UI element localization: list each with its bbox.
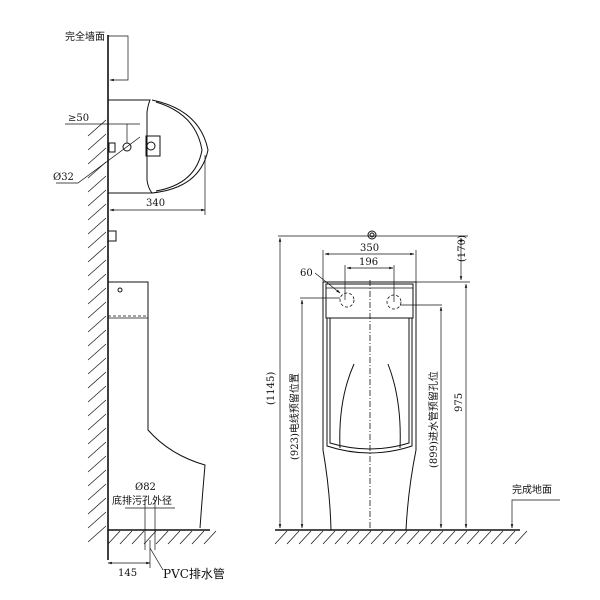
hatch-line <box>310 530 324 545</box>
hole-size-label: 60 <box>300 268 313 279</box>
hatch-line <box>87 469 107 487</box>
hatch-line <box>87 399 107 417</box>
finished-wall-label: 完全墙面 <box>65 30 105 43</box>
hatch-line <box>87 217 107 235</box>
drain-description-label: 底排污孔外径 <box>112 494 172 507</box>
hatch-line <box>87 273 107 291</box>
hatch-line <box>87 455 107 473</box>
hatch-line <box>87 231 107 249</box>
hatch-line <box>87 357 107 375</box>
hatch-line <box>87 315 107 333</box>
pipe-diameter-label: Ø32 <box>53 172 74 183</box>
hatch-line <box>87 413 107 431</box>
hatch-line <box>394 530 408 545</box>
pvc-pipe-label: PVC排水管 <box>163 566 225 581</box>
hatch-line <box>430 530 444 545</box>
hatch-line <box>382 530 396 545</box>
hatch-line <box>131 530 145 545</box>
hatch-line <box>298 530 312 545</box>
hatch-line <box>466 530 480 545</box>
min-distance-label: ≥50 <box>68 113 89 124</box>
hatch-line <box>87 371 107 389</box>
top-view: ≥50 Ø32 340 <box>53 99 209 242</box>
finished-wall-callout: 完全墙面 <box>65 30 129 82</box>
hatch-line <box>87 301 107 319</box>
hatch-line <box>370 530 384 545</box>
hatch-line <box>167 530 181 545</box>
hatch-line <box>454 530 468 545</box>
hatch-line <box>87 203 107 221</box>
hatch-line <box>119 530 133 545</box>
hatch-line <box>87 287 107 305</box>
hatch-line <box>107 530 121 545</box>
hatch-line <box>87 343 107 361</box>
depth-label: 340 <box>146 198 165 209</box>
hatch-line <box>87 147 107 165</box>
hatch-line <box>418 530 432 545</box>
hatch-line <box>87 133 107 151</box>
hatch-line <box>87 427 107 445</box>
hatch-line <box>87 189 107 207</box>
hatch-line <box>286 530 300 545</box>
hatch-line <box>87 245 107 263</box>
hatch-line <box>191 530 205 545</box>
hatch-line <box>346 530 360 545</box>
hatch-line <box>155 530 169 545</box>
hatch-line <box>490 530 504 545</box>
hatch-line <box>87 441 107 459</box>
top-offset-label: (170) <box>457 235 468 262</box>
hatch-line <box>87 119 107 137</box>
hole-spacing-label: 196 <box>359 257 378 268</box>
hatch-line <box>502 530 516 545</box>
hatch-line <box>322 530 336 545</box>
hatch-line <box>87 385 107 403</box>
drain-offset-label: 145 <box>118 568 137 579</box>
hatch-line <box>179 530 193 545</box>
wall <box>87 35 109 560</box>
hatch-line <box>87 175 107 193</box>
hatch-line <box>87 525 107 543</box>
water-inlet-position-label: (899)进水管预留孔位 <box>427 371 440 468</box>
body-height-label: 975 <box>454 393 465 412</box>
hatch-line <box>406 530 420 545</box>
finished-floor-label: 完成地面 <box>512 483 552 496</box>
drain-diameter-label: Ø82 <box>135 482 156 493</box>
width-label: 350 <box>360 243 379 254</box>
hatch-line <box>203 530 217 545</box>
hatch-line <box>87 511 107 529</box>
side-view: Ø82 底排污孔外径 145 PVC排水管 <box>107 281 225 581</box>
hatch-line <box>514 530 528 545</box>
hatch-line <box>87 259 107 277</box>
hatch-line <box>442 530 456 545</box>
front-view: 350 196 60 (170) (1145) (923)电线预留位置 (899… <box>266 230 470 532</box>
hatch-line <box>274 530 288 545</box>
hatch-line <box>87 497 107 515</box>
hatch-line <box>478 530 492 545</box>
hatch-line <box>358 530 372 545</box>
total-height-label: (1145) <box>266 372 277 405</box>
hatch-line <box>143 530 157 545</box>
floor: 完成地面 <box>107 483 560 545</box>
hatch-line <box>87 329 107 347</box>
hatch-line <box>334 530 348 545</box>
hatch-line <box>87 483 107 501</box>
cable-position-label: (923)电线预留位置 <box>288 373 301 460</box>
